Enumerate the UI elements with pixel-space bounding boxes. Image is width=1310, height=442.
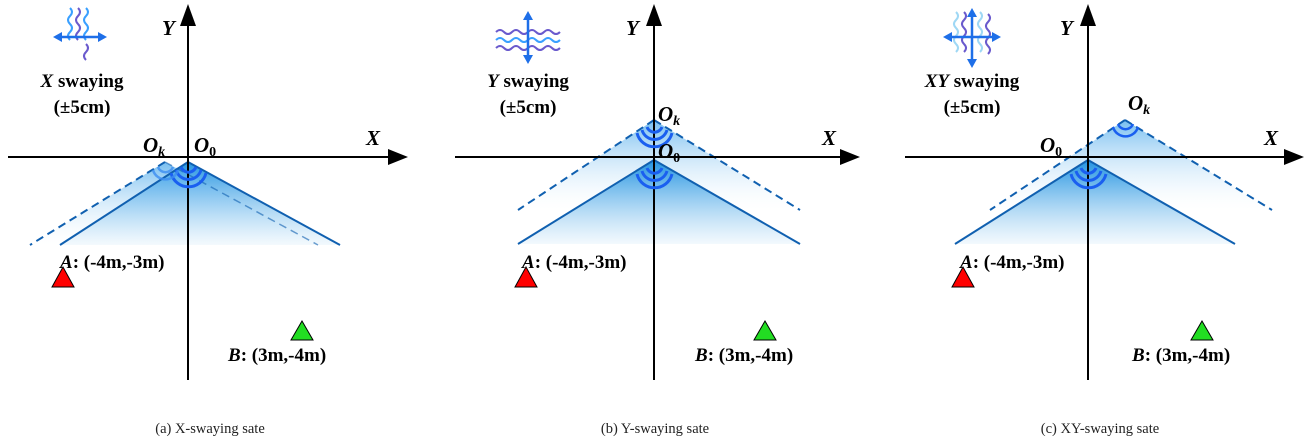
- beam-edge-right: [1087, 159, 1236, 245]
- caption: (a) X-swaying sate: [155, 421, 265, 437]
- origin-ok-label: Ok: [1128, 91, 1150, 118]
- x-axis-label: X: [821, 126, 837, 150]
- point-a-marker: [514, 265, 538, 288]
- point-b-label: B: (3m,-4m): [227, 345, 326, 366]
- swayed-edge-left: [989, 119, 1126, 211]
- caption: (c) XY-swaying sate: [1041, 421, 1159, 437]
- sonar-wave-icon: [635, 167, 674, 190]
- origin-ok-label: Ok: [143, 133, 165, 160]
- panel-xy-swaying: Y X Ok O0 XY swaying (±5cm) A: (-4m,-3m)…: [905, 4, 1304, 437]
- amplitude-label: (±5cm): [944, 97, 1001, 118]
- original-beam: [955, 160, 1235, 244]
- beam-edge-right: [187, 161, 341, 246]
- xy-sway-icon: [943, 8, 1001, 68]
- caption: (b) Y-swaying sate: [601, 421, 709, 437]
- x-axis-arrow: [388, 149, 408, 165]
- sonar-wave-icon: [1069, 167, 1108, 190]
- beam-edge-left: [59, 161, 189, 246]
- y-axis-arrow: [646, 4, 662, 26]
- swayed-edge-right: [653, 119, 801, 211]
- x-axis-label: X: [1263, 126, 1279, 150]
- panel-x-swaying: Y X Ok O0 X swaying (±5cm) A: (-4m,-3m) …: [8, 4, 408, 437]
- swayed-edge-left: [517, 119, 655, 211]
- y-axis-arrow: [180, 4, 196, 26]
- swayed-sonar-wave-icon: [151, 166, 180, 181]
- x-sway-icon: [53, 7, 107, 61]
- panel-y-swaying: Y X Ok O0 Y swaying (±5cm) A: (-4m,-3m) …: [455, 4, 860, 437]
- origin-o0-label: O0: [194, 133, 216, 160]
- point-b-marker: [753, 320, 777, 341]
- origin-o0-label: O0: [658, 139, 680, 166]
- beam-edge-right: [653, 159, 801, 245]
- swayed-edge-left: [29, 161, 166, 246]
- beam-edge-left: [954, 159, 1089, 245]
- swayed-sonar-wave-icon: [1111, 123, 1140, 138]
- origin-o0-label: O0: [1040, 133, 1062, 160]
- y-sway-icon: [495, 11, 561, 64]
- point-a-label: A: (-4m,-3m): [521, 252, 626, 273]
- swayed-beam: [30, 162, 318, 245]
- amplitude-label: (±5cm): [54, 97, 111, 118]
- point-b-marker: [290, 320, 314, 341]
- mode-label: XY swaying: [924, 71, 1020, 92]
- y-axis-label: Y: [1060, 16, 1075, 40]
- y-axis-arrow: [1080, 4, 1096, 26]
- point-b-label: B: (3m,-4m): [694, 345, 793, 366]
- point-a-marker: [51, 265, 75, 288]
- x-axis-arrow: [840, 149, 860, 165]
- point-a-label: A: (-4m,-3m): [959, 252, 1064, 273]
- origin-ok-label: Ok: [658, 102, 680, 129]
- mode-label: Y swaying: [487, 71, 569, 92]
- point-a-label: A: (-4m,-3m): [59, 252, 164, 273]
- mode-label: X swaying: [40, 71, 124, 92]
- swayed-edge-right: [1124, 119, 1273, 211]
- point-a-marker: [951, 265, 975, 288]
- x-axis-label: X: [365, 126, 381, 150]
- y-axis-label: Y: [162, 16, 177, 40]
- point-b-label: B: (3m,-4m): [1131, 345, 1230, 366]
- swayed-edge-right: [164, 161, 319, 246]
- amplitude-label: (±5cm): [500, 97, 557, 118]
- y-axis-label: Y: [626, 16, 641, 40]
- point-b-marker: [1190, 320, 1214, 341]
- swayed-sonar-wave-icon: [635, 126, 674, 149]
- beam-edge-left: [517, 159, 655, 245]
- x-axis-arrow: [1284, 149, 1304, 165]
- original-beam: [518, 160, 800, 244]
